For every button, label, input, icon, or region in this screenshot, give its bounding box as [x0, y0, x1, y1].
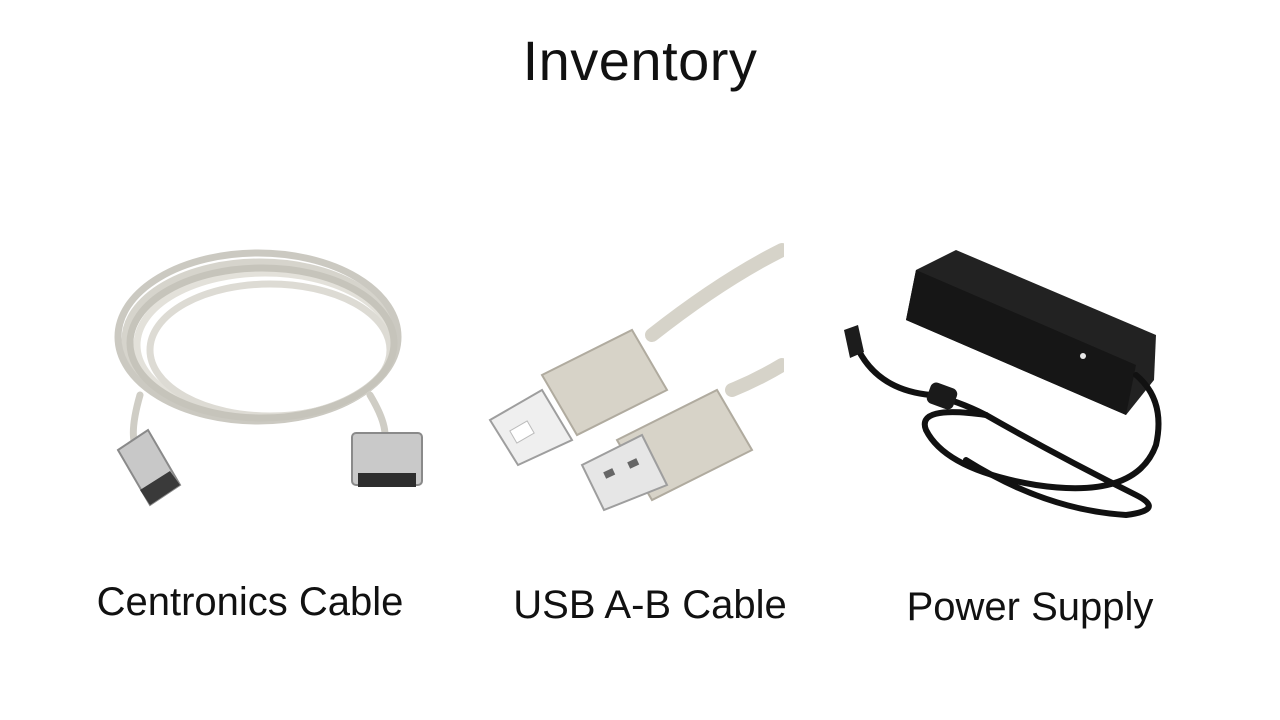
item-label-power-supply: Power Supply [906, 585, 1154, 629]
power-supply-icon [844, 250, 1162, 519]
item-label-centronics-cable: Centronics Cable [96, 580, 404, 624]
centronics-cable-icon [114, 249, 423, 507]
slide-title: Inventory [522, 29, 758, 92]
usb-cable-icon [488, 243, 784, 512]
item-label-usb-cable: USB A-B Cable [513, 583, 787, 627]
